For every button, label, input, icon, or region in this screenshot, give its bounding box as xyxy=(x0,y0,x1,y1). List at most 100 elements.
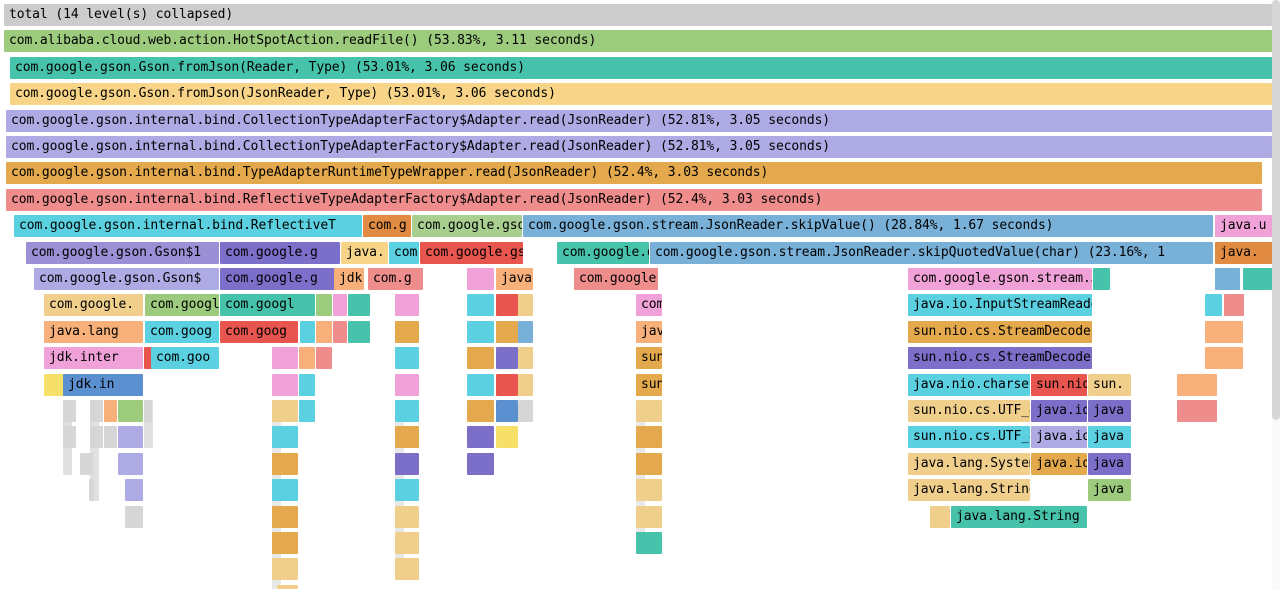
flame-frame[interactable] xyxy=(496,294,518,317)
flame-frame[interactable]: com.google.gson.stream.JsonReader.skipQu… xyxy=(650,241,1213,264)
flame-frame[interactable] xyxy=(395,373,419,396)
flame-frame[interactable]: com.googl xyxy=(145,294,219,317)
flame-frame[interactable]: com.alibaba.cloud.web.action.HotSpotActi… xyxy=(4,30,1272,53)
flame-frame[interactable] xyxy=(272,347,298,370)
flame-frame[interactable]: total (14 level(s) collapsed) xyxy=(4,4,1272,26)
flame-frame[interactable] xyxy=(1093,268,1110,290)
flame-frame[interactable]: com.google.g xyxy=(220,241,340,264)
flame-frame[interactable] xyxy=(467,347,494,370)
flame-frame[interactable] xyxy=(636,426,662,449)
flame-frame[interactable]: jdk xyxy=(334,268,364,290)
flame-frame[interactable] xyxy=(1177,400,1217,422)
flame-frame[interactable]: sun.nio.cs.StreamDecoder.implRead( xyxy=(908,347,1092,370)
flame-frame[interactable]: java.io.B xyxy=(1031,400,1087,422)
flame-frame[interactable]: java xyxy=(1088,452,1131,475)
flame-frame[interactable] xyxy=(1177,373,1217,396)
flame-frame[interactable]: com.google. xyxy=(44,294,143,317)
flame-frame[interactable]: com.googl xyxy=(220,294,315,317)
flame-frame[interactable]: com.google.gson.stream.JsonReader.skipVa… xyxy=(523,215,1213,238)
flame-frame[interactable] xyxy=(316,294,332,317)
flame-frame[interactable] xyxy=(80,452,93,475)
flame-frame[interactable] xyxy=(272,558,298,581)
flame-frame[interactable] xyxy=(272,400,298,422)
flame-frame[interactable] xyxy=(395,294,419,317)
flame-frame[interactable] xyxy=(496,426,518,449)
flame-frame[interactable] xyxy=(299,400,315,422)
flame-frame[interactable] xyxy=(496,373,518,396)
flame-frame[interactable]: java.lang.String xyxy=(951,505,1087,528)
flame-frame[interactable] xyxy=(90,400,103,422)
flame-frame[interactable] xyxy=(348,320,370,343)
flame-frame[interactable] xyxy=(395,452,419,475)
flame-frame[interactable] xyxy=(125,505,143,528)
flame-frame[interactable]: sun. xyxy=(1088,373,1131,396)
flame-frame[interactable] xyxy=(518,400,533,422)
flame-frame[interactable]: java.io.F xyxy=(1031,452,1087,475)
flame-frame[interactable] xyxy=(518,373,533,396)
flame-frame[interactable]: sun xyxy=(636,347,662,370)
flame-frame[interactable]: java. xyxy=(1215,241,1272,264)
flame-frame[interactable] xyxy=(636,452,662,475)
flame-frame[interactable] xyxy=(395,347,419,370)
flame-frame[interactable] xyxy=(467,426,494,449)
flame-frame[interactable] xyxy=(333,294,347,317)
flame-frame[interactable] xyxy=(518,347,533,370)
flame-frame[interactable]: com.goo xyxy=(151,347,219,370)
flame-frame[interactable]: sun.nio.c xyxy=(1031,373,1087,396)
flame-frame[interactable] xyxy=(104,400,117,422)
flame-frame[interactable] xyxy=(395,400,419,422)
flame-frame[interactable] xyxy=(63,426,76,449)
flame-frame[interactable]: java xyxy=(1088,400,1131,422)
flame-frame[interactable]: java. xyxy=(341,241,388,264)
flame-frame[interactable] xyxy=(467,400,494,422)
flame-frame[interactable] xyxy=(90,426,103,449)
flame-frame[interactable]: java xyxy=(1088,479,1131,502)
flame-frame[interactable] xyxy=(1205,347,1243,370)
flame-frame[interactable] xyxy=(333,320,347,343)
flame-frame[interactable]: com.google.gson.internal.bind.Reflective… xyxy=(14,215,362,238)
flame-frame[interactable]: com.google xyxy=(574,268,658,290)
flame-frame[interactable] xyxy=(636,505,662,528)
flame-frame[interactable]: jdk.in xyxy=(63,373,143,396)
flame-frame[interactable] xyxy=(272,373,298,396)
flame-frame[interactable] xyxy=(144,400,152,422)
flame-frame[interactable] xyxy=(395,505,419,528)
flame-frame[interactable]: sun.nio.cs.StreamDecoder.read(char[ xyxy=(908,320,1092,343)
flame-frame[interactable] xyxy=(272,479,298,502)
flame-frame[interactable] xyxy=(496,320,518,343)
flame-frame[interactable] xyxy=(118,400,143,422)
flame-frame[interactable]: com.google.gson.internal.bind.Reflective… xyxy=(6,188,1262,211)
flame-frame[interactable] xyxy=(636,532,662,554)
flame-frame[interactable]: sun.nio.cs.UTF_8$Dec xyxy=(908,426,1030,449)
flame-frame[interactable] xyxy=(1243,268,1272,290)
flame-frame[interactable] xyxy=(299,347,315,370)
flame-frame[interactable] xyxy=(316,347,332,370)
flame-frame[interactable] xyxy=(125,479,143,502)
flame-frame[interactable] xyxy=(272,452,298,475)
flame-frame[interactable] xyxy=(518,320,533,343)
flame-frame[interactable] xyxy=(467,294,494,317)
flame-frame[interactable]: jav xyxy=(636,320,662,343)
flame-frame[interactable]: java.io.F xyxy=(1031,426,1087,449)
vertical-scrollbar-thumb[interactable] xyxy=(1272,0,1280,420)
flame-frame[interactable]: java.lang.System$2.d xyxy=(908,452,1030,475)
vertical-scrollbar-track[interactable] xyxy=(1272,0,1280,589)
flame-frame[interactable] xyxy=(1224,294,1244,317)
flame-frame[interactable] xyxy=(496,347,518,370)
flame-frame[interactable]: com.google.g xyxy=(220,268,340,290)
flame-frame[interactable]: com.goog xyxy=(220,320,298,343)
flame-frame[interactable]: java.lang xyxy=(44,320,143,343)
flame-frame[interactable] xyxy=(316,320,332,343)
flame-frame[interactable]: com.google.gs xyxy=(420,241,523,264)
flame-frame[interactable] xyxy=(348,294,370,317)
flame-frame[interactable] xyxy=(277,584,298,589)
flame-frame[interactable] xyxy=(395,426,419,449)
flame-frame[interactable] xyxy=(467,320,494,343)
flame-frame[interactable] xyxy=(63,400,76,422)
flame-frame[interactable]: com.google.gso xyxy=(412,215,522,238)
flame-frame[interactable]: java xyxy=(496,268,533,290)
flame-frame[interactable]: com.google.gson.Gson.fromJson(Reader, Ty… xyxy=(10,56,1272,79)
flame-frame[interactable]: java xyxy=(1088,426,1131,449)
flame-frame[interactable]: sun xyxy=(636,373,662,396)
flame-frame[interactable]: com.goog xyxy=(145,320,219,343)
